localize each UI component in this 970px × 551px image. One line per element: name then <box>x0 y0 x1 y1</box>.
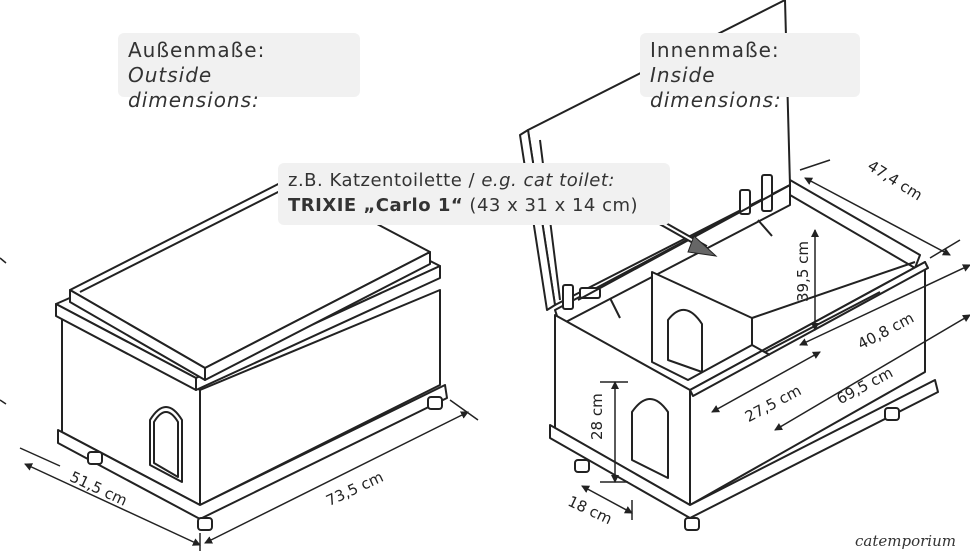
inside-label-en: Inside dimensions: <box>650 63 782 112</box>
brand-watermark: catemporium <box>855 532 956 550</box>
toilet-product-name: TRIXIE „Carlo 1“ <box>288 195 464 216</box>
inside-dimension-lines <box>581 159 970 520</box>
toilet-label-line2: TRIXIE „Carlo 1“ (43 x 31 x 14 cm) <box>288 193 660 218</box>
outside-dimensions-label: Außenmaße: Outside dimensions: <box>118 33 360 112</box>
outside-label-de: Außenmaße: <box>128 38 266 62</box>
outside-top-rim-side <box>195 265 441 391</box>
lid-support-bar <box>577 184 791 301</box>
outside-foot <box>197 517 213 531</box>
inside-height-label: 39,5 cm <box>794 241 812 302</box>
outside-foot <box>87 451 103 465</box>
outside-lid-side <box>204 251 431 381</box>
inside-door <box>631 398 669 479</box>
outside-foot <box>427 396 443 410</box>
outside-dimension-lines <box>0 257 479 551</box>
inside-dimensions-label: Innenmaße: Inside dimensions: <box>640 33 860 112</box>
toilet-product-size: (43 x 31 x 14 cm) <box>463 195 639 216</box>
outside-width-label: 73,5 cm <box>323 468 386 510</box>
inside-divider-door <box>667 309 703 373</box>
toilet-pointer-arrow <box>658 219 718 257</box>
inside-entry-height-label: 28 cm <box>588 393 606 440</box>
inside-label-de: Innenmaße: <box>650 38 780 62</box>
toilet-label-line1: z.B. Katzentoilette / e.g. cat toilet: <box>288 170 615 191</box>
inside-depth-top-label: 47,4 cm <box>864 157 925 205</box>
outside-box <box>55 177 448 531</box>
inside-entry-offset-label: 18 cm <box>565 492 615 528</box>
outside-label-en: Outside dimensions: <box>128 63 260 112</box>
cat-toilet-label: z.B. Katzentoilette / e.g. cat toilet: T… <box>278 163 670 225</box>
